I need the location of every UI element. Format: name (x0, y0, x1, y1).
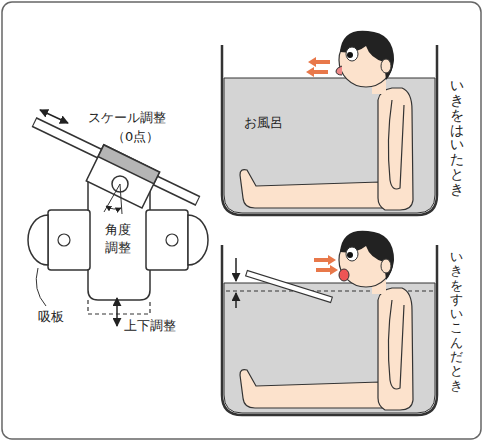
gauge-device-part (58, 234, 70, 246)
gauge-device (28, 110, 208, 326)
gauge-device-part (35, 123, 197, 201)
bathtub-inhale-part (247, 273, 331, 299)
exhale-arrows (306, 57, 330, 77)
gauge-device-part (120, 184, 122, 214)
boy-figure (240, 231, 413, 410)
gauge-device-part (104, 184, 120, 212)
gauge-device-part-part (98, 145, 159, 184)
bathtub-inhale-part (339, 269, 349, 281)
bathtub-inhale-part (222, 245, 437, 415)
bathtub-inhale (222, 231, 437, 415)
gauge-device-part (48, 210, 90, 270)
gauge-device-part (106, 206, 121, 209)
bathtub-inhale-part (235, 293, 237, 308)
bathtub-inhale-part (246, 273, 332, 300)
exhale-arrows-part (308, 57, 330, 67)
gauge-device-part (28, 215, 48, 265)
bathtub-exhale-part (222, 45, 437, 215)
gauge-device-part-part (86, 145, 159, 208)
gauge-device-part (36, 268, 46, 306)
vertical-caption: いきをすいこんだとき (450, 250, 463, 393)
gauge-device-part (166, 234, 178, 246)
inhale-arrows (314, 255, 338, 275)
node-text: 角度 調整 (97, 221, 139, 257)
gauge-device-part (34, 122, 198, 201)
part-label: 上下調整 (124, 318, 176, 334)
bathtub-exhale (222, 31, 437, 215)
inhale-arrows-part (316, 265, 338, 275)
inhale-arrows-part (314, 255, 336, 265)
gauge-device-part (146, 210, 188, 270)
gauge-device-part (188, 215, 208, 265)
part-label: スケール調整 (88, 110, 166, 126)
gauge-device-part (40, 110, 68, 123)
gauge-device-part (88, 300, 150, 314)
gauge-device-part (86, 145, 159, 208)
bath-water: お風呂 (224, 78, 435, 213)
gauge-device-part (116, 298, 118, 326)
vertical-caption: いきをはいたとき (450, 78, 464, 197)
node-text: お風呂 (244, 114, 435, 132)
bathtub-exhale-part (336, 66, 342, 75)
part-label: 吸板 (38, 309, 64, 325)
bathtub-inhale-part (235, 258, 237, 281)
exhale-arrows-part (306, 67, 328, 77)
part-label: （0点） (112, 129, 159, 145)
device-plate: 角度 調整 (97, 219, 139, 257)
